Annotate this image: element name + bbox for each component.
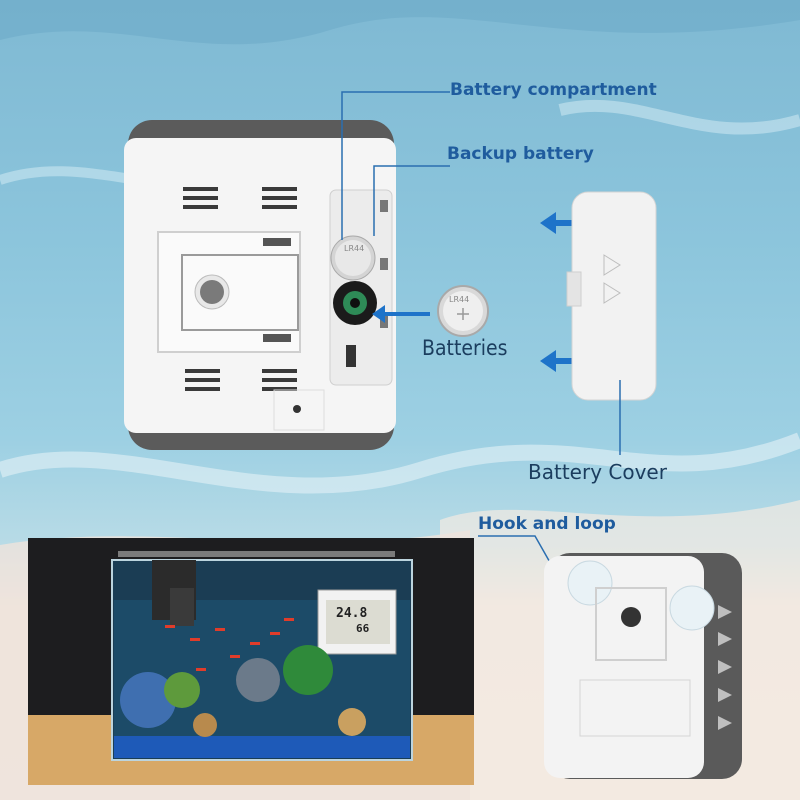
- coin-label-slot: LR44: [344, 244, 365, 253]
- callout-hook-and-loop: Hook and loop: [478, 514, 616, 534]
- callout-batteries: Batteries: [422, 336, 508, 360]
- coin-label-loose: LR44: [449, 295, 470, 304]
- thermometer-humidity: 66: [356, 622, 370, 635]
- coin-battery-icon: [437, 285, 489, 337]
- callout-backup-battery: Backup battery: [447, 144, 594, 164]
- callout-battery-compartment: Battery compartment: [450, 80, 657, 100]
- suction-cup-icon: [567, 560, 613, 606]
- callout-battery-cover: Battery Cover: [528, 460, 667, 484]
- thermometer-temperature: 24.8: [336, 606, 368, 621]
